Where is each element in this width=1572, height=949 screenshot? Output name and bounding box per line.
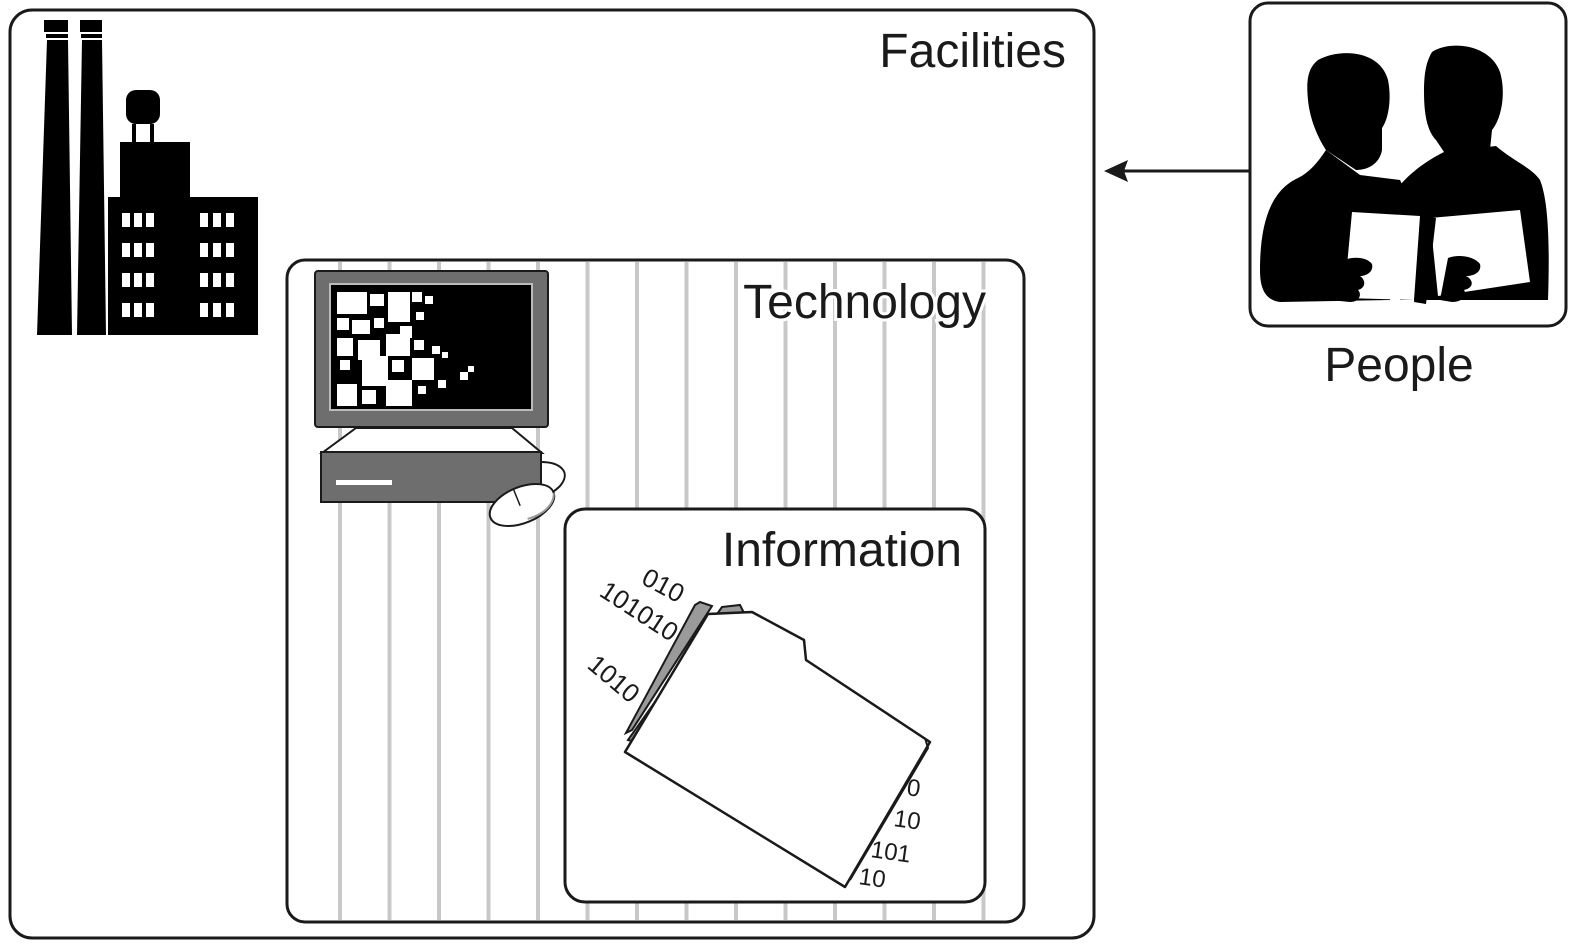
binary-digits-bottom: 0 10 101 10 (857, 774, 922, 893)
binary-text: 0 (905, 774, 922, 803)
screen-pixels (337, 292, 474, 406)
people-to-facilities-arrow (1104, 160, 1250, 182)
binary-text: 10 (857, 863, 887, 893)
people-label: People (1324, 339, 1473, 392)
hands (1330, 256, 1481, 302)
desktop-computer-icon (314, 270, 566, 527)
folder-icon (623, 600, 932, 889)
technology-label: Technology (743, 276, 986, 329)
binary-text: 101 (869, 836, 912, 868)
facilities-label: Facilities (879, 25, 1066, 78)
people-box: People (1248, 1, 1568, 392)
factory-icon (37, 20, 258, 335)
binary-text: 10 (892, 805, 922, 835)
information-label: Information (722, 524, 962, 577)
